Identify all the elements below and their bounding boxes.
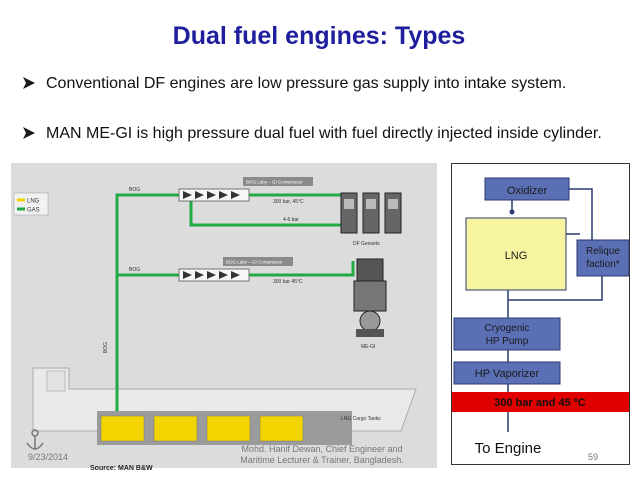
slide-title: Dual fuel engines: Types (172, 22, 466, 50)
bullet-1-text: Conventional DF engines are low pressure… (46, 75, 567, 92)
df-gensets-graphic (340, 192, 402, 234)
footer-date: 9/23/2014 (28, 452, 69, 462)
megi-label: ME-GI (361, 344, 375, 350)
lng-cargo-tank (259, 415, 304, 442)
fuel-gas-system-diagram: LNG GAS LNG Cargo Tanks BOG BOG BOG BOG … (11, 163, 437, 468)
bullet-2-text: MAN ME-GI is high pressure dual fuel wit… (46, 125, 602, 142)
bog-label-1: BOG (129, 187, 140, 193)
page-number: 59 (588, 452, 599, 462)
compressor-top-label: BOG Laby – GI Compressor (246, 180, 303, 185)
arrow-bullet-icon (23, 127, 35, 139)
reliquefaction-box (576, 239, 630, 277)
legend-gas-label: GAS (27, 208, 40, 214)
bog-label-3: BOG (103, 342, 109, 353)
oxidizer-label: Oxidizer (507, 185, 548, 197)
source-credit: Source: MAN B&W (90, 465, 153, 472)
compressor-top-stages (183, 191, 240, 199)
vaporizer-label: HP Vaporizer (475, 368, 540, 380)
tanks-label: LNG Cargo Tanks (341, 416, 381, 422)
gas-line-megi (249, 261, 355, 277)
gas-line-main (115, 193, 179, 411)
legend-lng-label: LNG (27, 199, 40, 205)
lng-label: LNG (505, 250, 528, 262)
pump-label-2: HP Pump (486, 336, 529, 347)
lng-box (465, 217, 567, 291)
hp-vaporizer-box (453, 361, 561, 385)
reliquefaction-label-2: faction* (586, 259, 619, 270)
lng-cargo-tank (206, 415, 251, 442)
connector-dot (509, 209, 515, 215)
compressor-top-label-box (243, 177, 313, 186)
megi-engine-graphic (353, 258, 387, 337)
arrow-relique-pump (508, 276, 603, 301)
reliquefaction-label-1: Relique (586, 246, 620, 257)
pump-label-1: Cryogenic (484, 323, 529, 334)
pressure-label: 300 bar and 45 ºC (494, 397, 586, 409)
df-gensets-label: DF Gensets (353, 241, 380, 247)
fuel-flowchart: Oxidizer LNG Relique faction* Cryogenic … (451, 163, 630, 465)
pressure-top-label: 300 bar, 45°C (273, 199, 304, 205)
gas-line-genset (189, 195, 341, 227)
bog-label-2: BOG (129, 267, 140, 273)
pressure-bottom-label: 300 bar 45°C (273, 279, 303, 285)
arrow-oxidizer-relique (569, 188, 593, 240)
engine-label: To Engine (475, 440, 542, 457)
compressor-bottom-label: BOG Laby – GI Compressor (226, 260, 283, 265)
compressor-bottom-stages (183, 271, 240, 279)
pressure-bar (452, 392, 629, 412)
flowchart-svg: Oxidizer LNG Relique faction* Cryogenic … (452, 177, 630, 457)
footer-author: Mohd. Hanif Dewan, Chief Engineer and Ma… (232, 444, 412, 466)
bullet-1: Conventional DF engines are low pressure… (22, 74, 622, 93)
lng-cargo-tank (100, 415, 145, 442)
lng-cargo-tank (153, 415, 198, 442)
pressure-mid-label: 4-6 bar (283, 217, 299, 223)
footer-author-line-2: Maritime Lecturer & Trainer, Bangladesh. (240, 455, 404, 465)
diagram-svg: LNG GAS LNG Cargo Tanks BOG BOG BOG BOG … (13, 177, 417, 450)
footer-author-line-1: Mohd. Hanif Dewan, Chief Engineer and (241, 444, 403, 454)
cryogenic-hp-pump-box (453, 317, 561, 351)
arrow-bullet-icon (23, 77, 35, 89)
ship-superstructure (46, 370, 66, 392)
bullet-2: MAN ME-GI is high pressure dual fuel wit… (22, 124, 612, 143)
compressor-bottom-label-box (223, 257, 293, 266)
anchor-icon (26, 429, 44, 450)
